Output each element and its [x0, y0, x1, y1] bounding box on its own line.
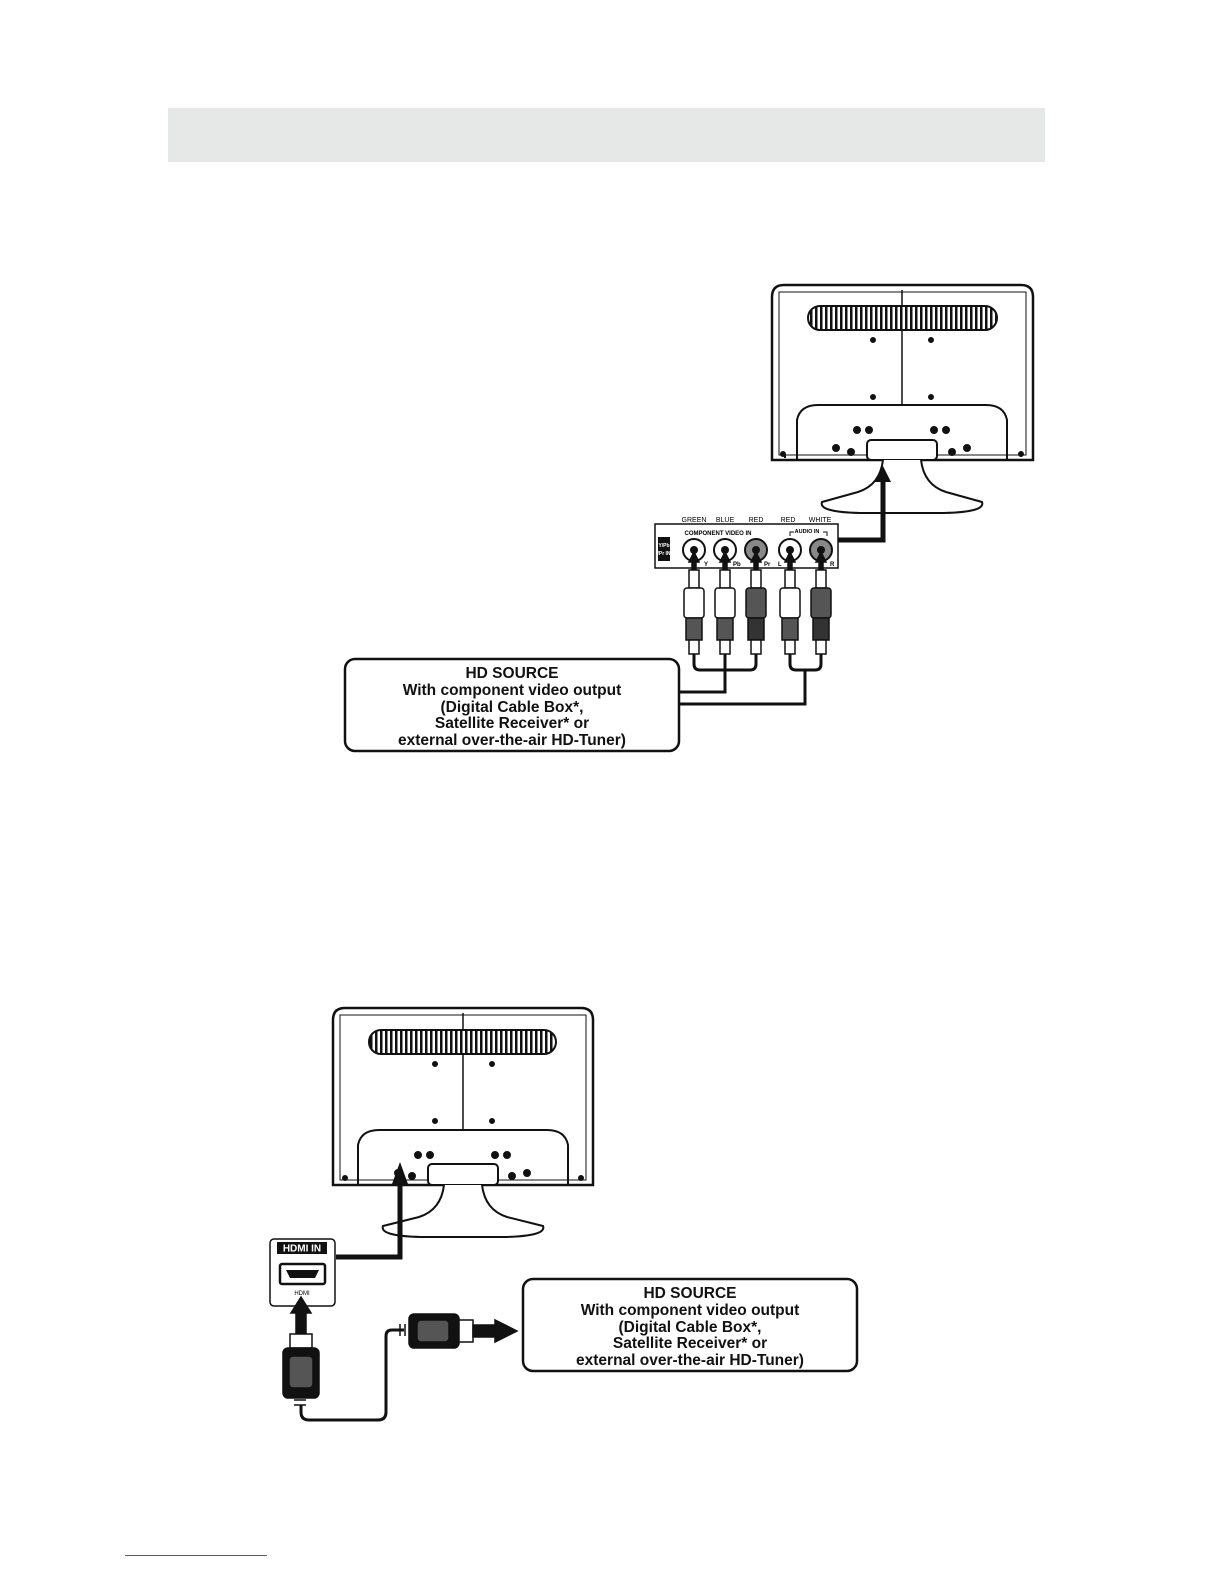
hdmi-in-label: HDMI IN	[283, 1244, 321, 1255]
hdmi-plug-vertical	[282, 1295, 320, 1406]
color-label-blue: BLUE	[716, 517, 735, 524]
svg-text:/Pr IN: /Pr IN	[657, 551, 670, 557]
source-title-2: HD SOURCE	[643, 1285, 736, 1302]
hdmi-port-label: HDMI	[294, 1291, 310, 1297]
hd-source-box-2: HD SOURCE With component video output (D…	[521, 1277, 859, 1373]
jack-label-pr: Pr	[764, 562, 771, 568]
hdmi-input-panel: HDMI IN HDMI	[269, 1238, 336, 1307]
hdmi-plug-horizontal	[399, 1313, 519, 1349]
rca-cable-plugs	[683, 550, 832, 655]
color-label-red-audio: RED	[781, 517, 796, 524]
tv-back-view-1	[770, 283, 1035, 514]
color-label-green: GREEN	[682, 517, 707, 524]
color-label-red-video: RED	[749, 517, 764, 524]
jack-label-pb: Pb	[733, 562, 741, 568]
jack-label-y: Y	[704, 562, 708, 568]
jack-label-r: R	[830, 562, 835, 568]
source-line3-1: (Digital Cable Box*,	[441, 699, 584, 716]
component-cables	[680, 654, 823, 706]
color-label-white: WHITE	[809, 517, 832, 524]
source-line2-2: With component video output	[581, 1302, 800, 1319]
source-line5-1: external over-the-air HD-Tuner)	[398, 732, 626, 749]
component-input-panel: Y/Pb /Pr IN COMPONENT VIDEO IN AUDIO IN …	[654, 523, 839, 569]
hdmi-cable	[299, 1328, 404, 1422]
jack-color-labels: GREEN BLUE RED RED WHITE	[682, 517, 832, 524]
source-line4-2: Satellite Receiver* or	[613, 1335, 767, 1352]
connection-arrow-2	[336, 1162, 408, 1260]
connection-arrow-1	[838, 466, 891, 543]
source-line2-1: With component video output	[403, 682, 622, 699]
source-line5-2: external over-the-air HD-Tuner)	[576, 1352, 804, 1369]
source-title-1: HD SOURCE	[465, 665, 558, 682]
jack-label-l: L	[778, 562, 782, 568]
source-line3-2: (Digital Cable Box*,	[619, 1319, 762, 1336]
tv-back-view-2	[331, 1006, 595, 1238]
audio-in-label: AUDIO IN	[795, 529, 820, 535]
hd-source-box-1: HD SOURCE With component video output (D…	[343, 657, 681, 753]
source-line4-1: Satellite Receiver* or	[435, 715, 589, 732]
svg-text:Y/Pb: Y/Pb	[658, 543, 669, 549]
footer-rule	[125, 1555, 267, 1556]
section-header-bar	[168, 108, 1045, 162]
component-video-label: COMPONENT VIDEO IN	[684, 531, 751, 537]
